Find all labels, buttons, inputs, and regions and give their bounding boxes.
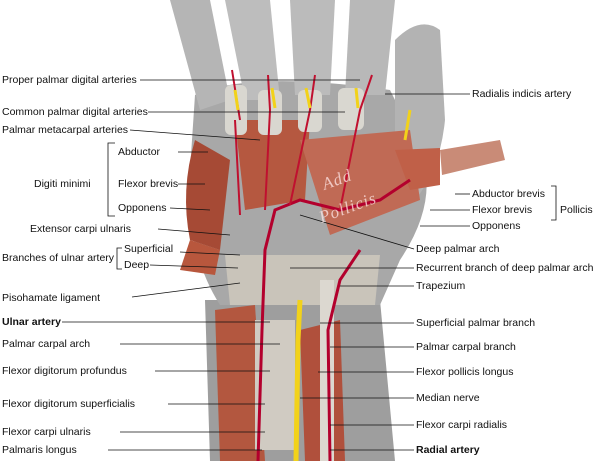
digital-nerves [233,87,412,141]
radial-artery-path [326,249,362,461]
label-abductor-brevis: Abductor brevis [472,188,545,200]
label-deep-palmar-arch: Deep palmar arch [416,243,500,255]
label-opponens-right: Opponens [472,220,521,232]
lumbricals [235,120,310,210]
flexor-tendon-pull [440,140,505,175]
label-ulnar-artery: Ulnar artery [2,316,61,328]
label-common-palmar-digital-arteries: Common palmar digital arteries [2,106,148,118]
label-flexor-digitorum-superficialis: Flexor digitorum superficialis [2,398,136,410]
label-pollicis: Pollicis [560,204,593,216]
label-palmar-carpal-arch: Palmar carpal arch [2,338,91,350]
label-superficial: Superficial [124,243,174,255]
label-deep: Deep [124,259,150,271]
label-radialis-indicis-artery: Radialis indicis artery [472,88,572,100]
label-flexor-carpi-radialis: Flexor carpi radialis [416,419,508,431]
label-median-nerve: Median nerve [416,392,480,404]
label-branches-of-ulnar-artery: Branches of ulnar artery [2,252,115,264]
label-palmaris-longus: Palmaris longus [2,444,77,456]
label-recurrent-branch-of-deep-palmar-arch: Recurrent branch of deep palmar arch [416,262,594,274]
abductor-pollicis-brevis-belly [395,148,440,190]
label-flexor-carpi-ulnaris: Flexor carpi ulnaris [2,426,91,438]
label-proper-palmar-digital-arteries: Proper palmar digital arteries [2,74,137,86]
leader-lines-right [290,93,557,451]
carpal-region [225,255,380,305]
label-flexor-digitorum-profundus: Flexor digitorum profundus [2,365,127,377]
label-flexor-brevis-right: Flexor brevis [472,204,533,216]
median-nerve-path [293,299,303,461]
finger-middle [290,0,335,95]
finger-index [345,0,395,95]
label-radial-artery: Radial artery [416,444,480,456]
label-trapezium: Trapezium [416,280,466,292]
label-pisohamate-ligament: Pisohamate ligament [2,292,101,304]
flexor-carpi-radialis-tendon [320,280,334,461]
label-digiti-minimi: Digiti minimi [34,178,91,190]
label-palmar-metacarpal-arteries: Palmar metacarpal arteries [2,124,129,136]
hypothenar-muscles [186,140,230,250]
label-opponens-left: Opponens [118,202,167,214]
finger-ring [225,0,280,100]
metacarpal-head-5 [225,85,247,135]
finger-little [170,0,230,110]
label-palmar-carpal-branch: Palmar carpal branch [416,341,516,353]
label-abductor: Abductor [118,146,161,158]
label-extensor-carpi-ulnaris: Extensor carpi ulnaris [30,223,131,235]
label-superficial-palmar-branch: Superficial palmar branch [416,317,536,329]
ulnar-artery-path [256,178,411,461]
leader-lines-left [62,79,360,451]
label-flexor-brevis-left: Flexor brevis [118,178,179,190]
label-flexor-pollicis-longus: Flexor pollicis longus [416,366,514,378]
